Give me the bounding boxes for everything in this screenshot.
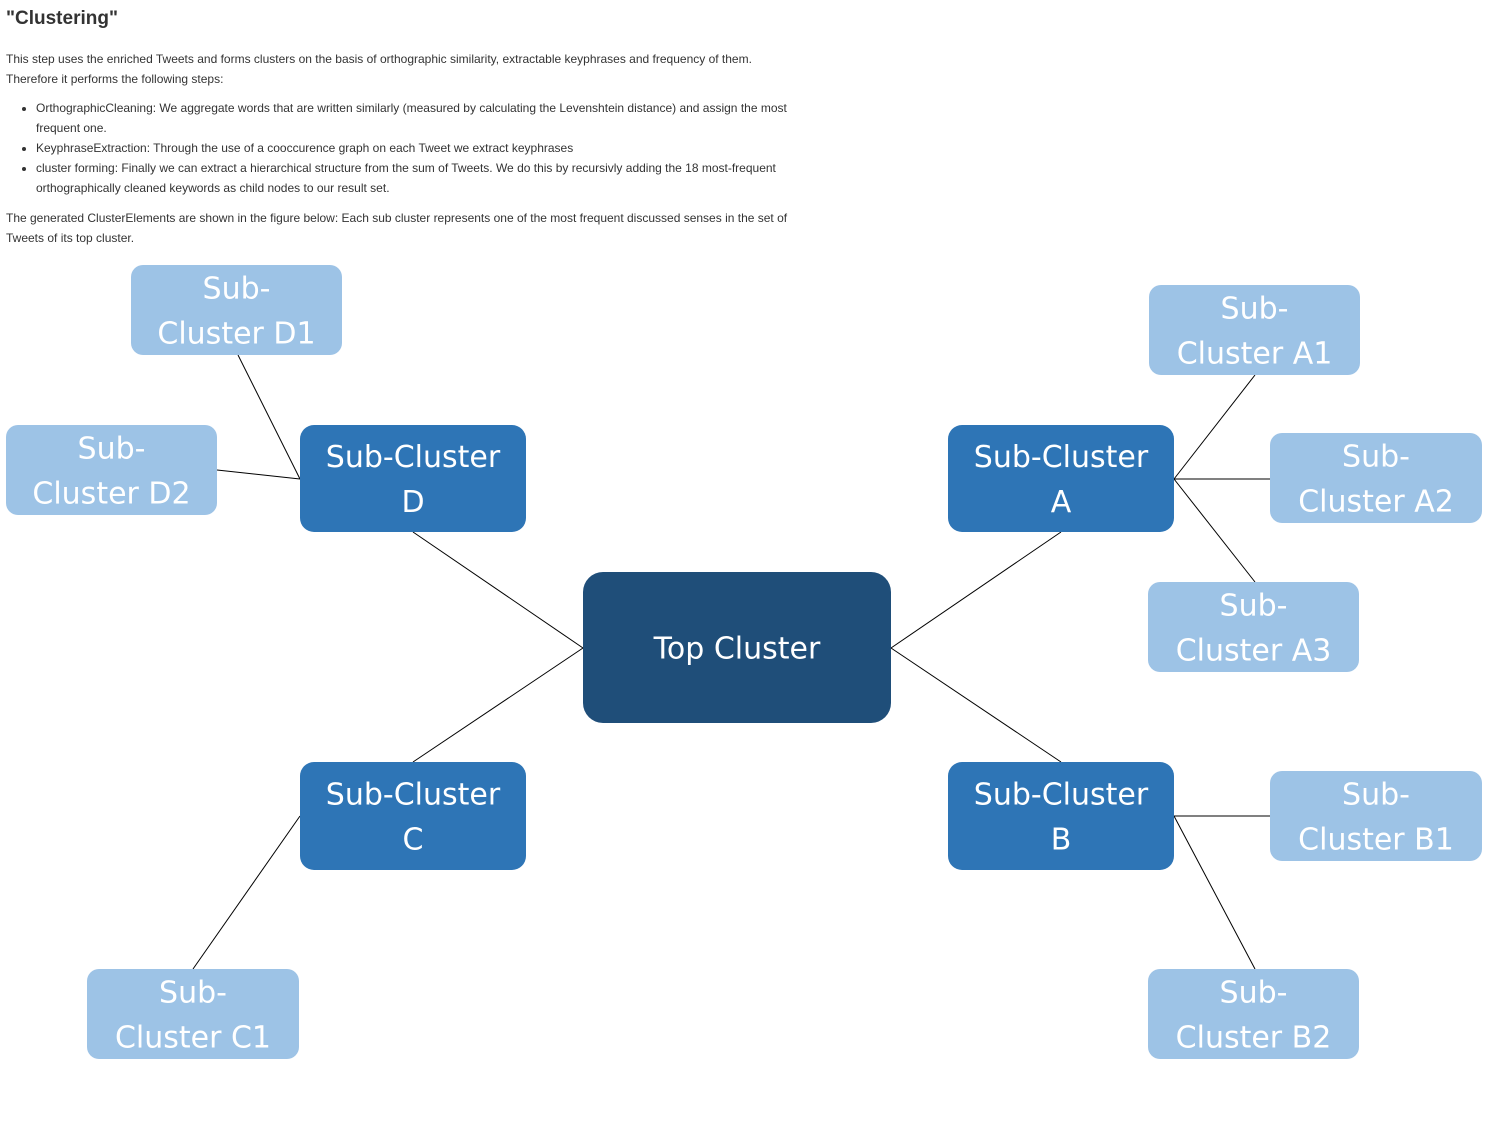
- top-cluster-node-box: [583, 572, 891, 723]
- sub-cluster-a2-node-box: [1270, 433, 1482, 523]
- diagram-edges: [192, 354, 1270, 970]
- step-item-orthographic-cleaning: OrthographicCleaning: We aggregate words…: [36, 98, 806, 138]
- sub-cluster-d2-node-box: [6, 425, 217, 515]
- intro-paragraph: This step uses the enriched Tweets and f…: [6, 52, 752, 86]
- sub-cluster-b-node-box: [948, 762, 1174, 870]
- sub-cluster-b1-node: Sub-Cluster B1: [1270, 771, 1482, 861]
- top-cluster-node: Top Cluster: [583, 572, 891, 723]
- sub-cluster-b1-node-box: [1270, 771, 1482, 861]
- edge-top-to-sub-cluster-d: [412, 531, 584, 649]
- edge-top-to-sub-cluster-b: [890, 647, 1062, 763]
- sub-cluster-b2-node-box: [1148, 969, 1359, 1059]
- sub-cluster-c-node-box: [300, 762, 526, 870]
- sub-cluster-d2-node: Sub-Cluster D2: [6, 425, 217, 515]
- edge-top-to-sub-cluster-c: [412, 647, 584, 763]
- section-title: "Clustering": [6, 8, 118, 29]
- edge-sub-cluster-a-to-sub-cluster-a1: [1173, 374, 1256, 480]
- outro-paragraph: The generated ClusterElements are shown …: [6, 211, 788, 245]
- edge-sub-cluster-b-to-sub-cluster-b2: [1173, 815, 1256, 970]
- sub-cluster-c1-node: Sub-Cluster C1: [87, 969, 299, 1059]
- sub-cluster-a1-node-label: Sub-Cluster A1: [1177, 291, 1333, 371]
- sub-cluster-a3-node-label: Sub-Cluster A3: [1176, 588, 1332, 668]
- sub-cluster-a1-node: Sub-Cluster A1: [1149, 285, 1360, 375]
- steps-list: OrthographicCleaning: We aggregate words…: [6, 98, 806, 198]
- edge-sub-cluster-d-to-sub-cluster-d2: [216, 469, 301, 480]
- sub-cluster-d1-node: Sub-Cluster D1: [131, 265, 342, 355]
- sub-cluster-a2-node-label: Sub-Cluster A2: [1298, 439, 1454, 519]
- top-cluster-node-label: Top Cluster: [653, 631, 821, 666]
- sub-cluster-d2-node-label: Sub-Cluster D2: [32, 431, 190, 511]
- step-item-cluster-forming: cluster forming: Finally we can extract …: [36, 158, 806, 198]
- sub-cluster-c1-node-box: [87, 969, 299, 1059]
- sub-cluster-a-node-box: [948, 425, 1174, 532]
- edge-top-to-sub-cluster-a: [890, 531, 1062, 649]
- edge-sub-cluster-d-to-sub-cluster-d1: [237, 354, 301, 480]
- sub-cluster-b2-node-label: Sub-Cluster B2: [1176, 975, 1332, 1055]
- sub-cluster-a1-node-box: [1149, 285, 1360, 375]
- edge-sub-cluster-a-to-sub-cluster-a3: [1173, 478, 1256, 583]
- step-item-keyphrase-extraction: KeyphraseExtraction: Through the use of …: [36, 138, 806, 158]
- sub-cluster-d1-node-label: Sub-Cluster D1: [157, 271, 315, 351]
- sub-cluster-a3-node-box: [1148, 582, 1359, 672]
- sub-cluster-b2-node: Sub-Cluster B2: [1148, 969, 1359, 1059]
- sub-cluster-a2-node: Sub-Cluster A2: [1270, 433, 1482, 523]
- sub-cluster-d1-node-box: [131, 265, 342, 355]
- sub-cluster-b1-node-label: Sub-Cluster B1: [1298, 777, 1454, 857]
- sub-cluster-d-node-box: [300, 425, 526, 532]
- edge-sub-cluster-c-to-sub-cluster-c1: [192, 815, 301, 970]
- sub-cluster-a3-node: Sub-Cluster A3: [1148, 582, 1359, 672]
- sub-cluster-c1-node-label: Sub-Cluster C1: [115, 975, 271, 1055]
- document-section: "Clustering" This step uses the enriched…: [6, 0, 806, 248]
